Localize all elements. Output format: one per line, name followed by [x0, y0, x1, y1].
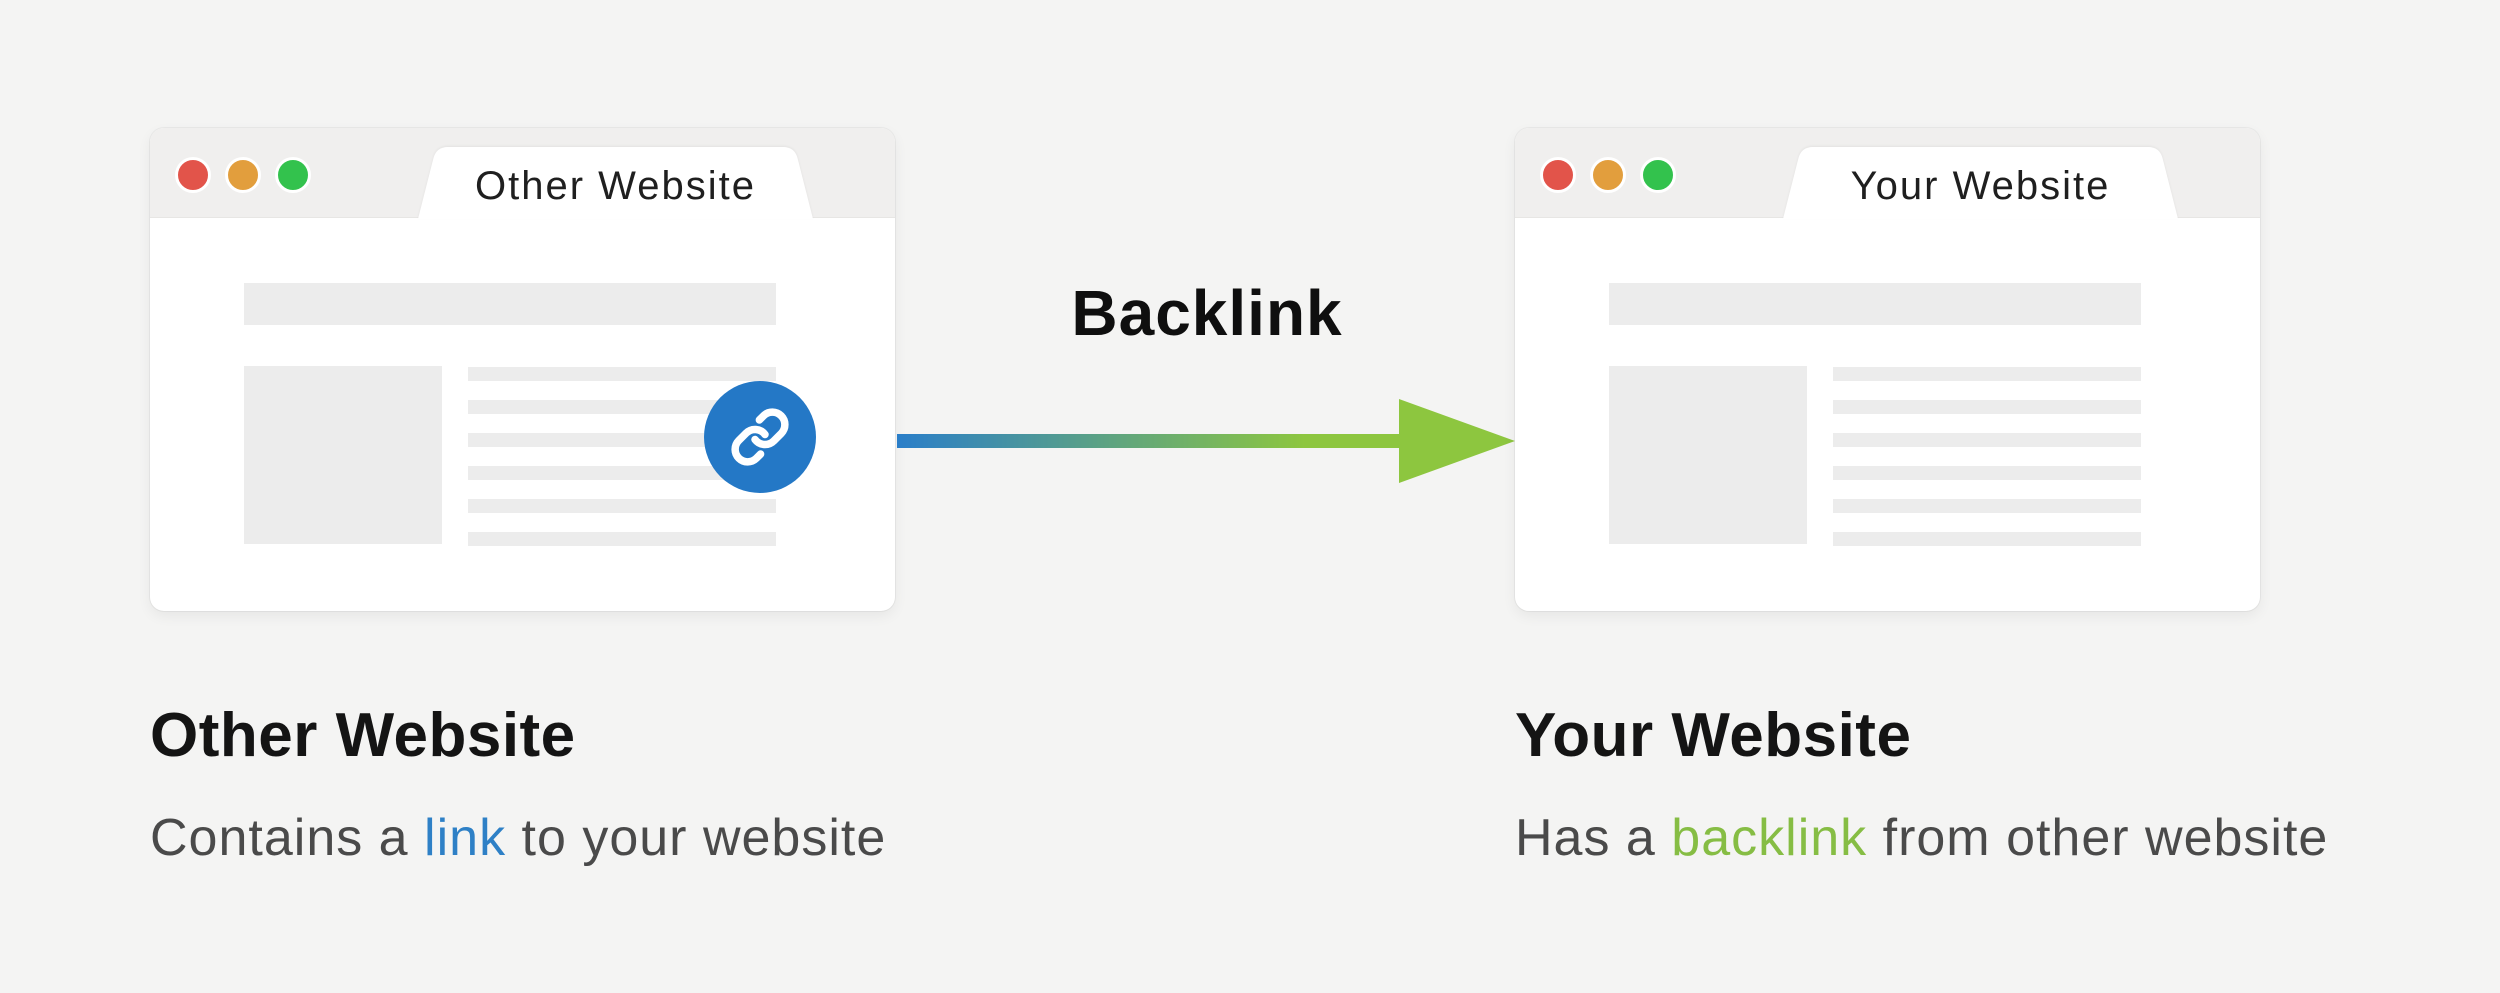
minimize-dot-icon — [225, 157, 261, 193]
header-placeholder — [244, 283, 776, 325]
description-text: from other website — [1867, 809, 2329, 867]
text-placeholder-line — [1833, 433, 2141, 447]
text-placeholder-block — [468, 367, 776, 546]
browser-tab: Your Website — [1783, 147, 2178, 219]
text-placeholder-line — [1833, 400, 2141, 414]
tab-shape — [1783, 147, 2178, 219]
description-text: Contains a — [150, 809, 425, 867]
text-placeholder-line — [468, 499, 776, 513]
text-placeholder-line — [1833, 367, 2141, 381]
your-website-description: Has a backlink from other website — [1515, 808, 2328, 868]
tab-shape — [418, 147, 813, 219]
text-placeholder-block — [1833, 367, 2141, 546]
link-highlight: link — [424, 809, 507, 867]
backlink-arrow — [897, 391, 1517, 491]
text-placeholder-line — [1833, 466, 2141, 480]
text-placeholder-line — [1833, 532, 2141, 546]
traffic-lights — [1540, 157, 1676, 193]
other-website-description: Contains a link to your website — [150, 808, 886, 868]
image-placeholder — [1609, 366, 1807, 544]
zoom-dot-icon — [275, 157, 311, 193]
window-titlebar: Other Website — [150, 128, 895, 219]
description-text: to your website — [506, 809, 887, 867]
text-placeholder-line — [468, 433, 776, 447]
window-titlebar: Your Website — [1515, 128, 2260, 219]
browser-tab: Other Website — [418, 147, 813, 219]
text-placeholder-line — [1833, 499, 2141, 513]
tab-title: Your Website — [1850, 163, 2111, 208]
description-text: Has a — [1515, 809, 1672, 867]
minimize-dot-icon — [1590, 157, 1626, 193]
close-dot-icon — [1540, 157, 1576, 193]
image-placeholder — [244, 366, 442, 544]
other-website-heading: Other Website — [150, 701, 576, 770]
header-placeholder — [1609, 283, 2141, 325]
traffic-lights — [175, 157, 311, 193]
other-website-window: Other Website — [150, 128, 895, 611]
text-placeholder-line — [468, 532, 776, 546]
tab-title: Other Website — [475, 163, 756, 208]
chain-link-icon — [731, 408, 789, 466]
link-badge — [704, 381, 816, 493]
your-website-heading: Your Website — [1515, 701, 1912, 770]
zoom-dot-icon — [1640, 157, 1676, 193]
close-dot-icon — [175, 157, 211, 193]
text-placeholder-line — [468, 367, 776, 381]
backlink-arrow-icon — [897, 399, 1515, 483]
backlink-highlight: backlink — [1671, 809, 1868, 867]
your-website-window: Your Website — [1515, 128, 2260, 611]
backlink-title: Backlink — [1071, 277, 1343, 349]
text-placeholder-line — [468, 466, 776, 480]
text-placeholder-line — [468, 400, 776, 414]
